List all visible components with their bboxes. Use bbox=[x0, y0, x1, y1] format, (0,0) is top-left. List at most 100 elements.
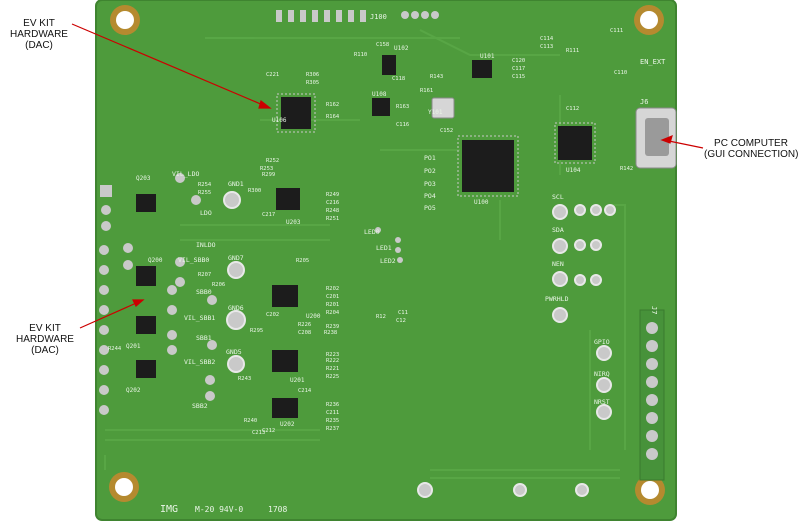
transistor-q200 bbox=[136, 266, 156, 286]
silk-datecode: 1708 bbox=[268, 505, 287, 514]
ic-u100 bbox=[457, 135, 519, 197]
silk-ref: C214 bbox=[298, 388, 312, 394]
silk-ref: R164 bbox=[326, 114, 340, 120]
silk-ref: R239 bbox=[326, 324, 339, 330]
mounting-holes bbox=[109, 5, 665, 505]
silk-tp-pwrhld: PWRHLD bbox=[545, 295, 569, 303]
silk-ref: R207 bbox=[198, 272, 211, 278]
silk-ref: C211 bbox=[326, 410, 339, 416]
silk-ref: R236 bbox=[326, 402, 339, 408]
callout-line: HARDWARE bbox=[10, 29, 68, 40]
silk-ref: R201 bbox=[326, 302, 339, 308]
ic-u200 bbox=[272, 285, 298, 307]
copper-traces bbox=[104, 29, 626, 479]
silk-q201: Q201 bbox=[126, 343, 141, 350]
silk-tp-nen: NEN bbox=[552, 260, 564, 268]
silk-ref: R251 bbox=[326, 216, 339, 222]
silk-ref: R162 bbox=[326, 102, 339, 108]
silk-j100: J100 bbox=[370, 13, 387, 21]
silk-led2: LED2 bbox=[380, 257, 396, 265]
silk-ref: R243 bbox=[238, 376, 251, 382]
silk-ref: R235 bbox=[326, 418, 339, 424]
silk-u102: U102 bbox=[394, 45, 409, 52]
silk-ref: R300 bbox=[248, 188, 261, 194]
silk-en-ext: EN_EXT bbox=[640, 58, 666, 66]
callout-line: EV KIT bbox=[23, 18, 55, 29]
led-pads bbox=[375, 227, 403, 263]
silk-u201: U201 bbox=[290, 377, 305, 384]
silk-y101: Y101 bbox=[428, 109, 443, 116]
silk-ref: C208 bbox=[298, 330, 311, 336]
ic-u201 bbox=[272, 350, 298, 372]
silk-ref: C152 bbox=[440, 128, 453, 134]
callout-right: PC COMPUTER (GUI CONNECTION) bbox=[704, 138, 798, 160]
silk-label-sbb1: SBB1 bbox=[196, 334, 212, 342]
ic-u203 bbox=[276, 188, 300, 210]
silk-ref: C113 bbox=[540, 44, 553, 50]
silk-q202: Q202 bbox=[126, 387, 141, 394]
silk-po1: PO1 bbox=[424, 154, 436, 162]
silk-label-gnd6: GND6 bbox=[228, 304, 244, 312]
silk-ref: R205 bbox=[296, 258, 309, 264]
test-points bbox=[223, 191, 616, 498]
silk-tp-gpio: GPIO bbox=[594, 338, 610, 346]
silk-ref: R143 bbox=[430, 74, 443, 80]
silk-ref: R206 bbox=[212, 282, 225, 288]
silk-j7: J7 bbox=[650, 306, 658, 314]
silk-tp-nrst: NRST bbox=[594, 398, 610, 406]
silk-led0: LED0 bbox=[364, 228, 380, 236]
silk-ref: R223 bbox=[326, 352, 339, 358]
silk-ref: C158 bbox=[376, 42, 389, 48]
silk-ref: C212 bbox=[262, 428, 275, 434]
crystal-y101 bbox=[431, 97, 455, 119]
silk-led1: LED1 bbox=[376, 244, 392, 252]
callout-line: (GUI CONNECTION) bbox=[704, 149, 799, 160]
transistor-q201 bbox=[136, 316, 156, 334]
silk-po4: PO4 bbox=[424, 192, 436, 200]
silk-ref: R142 bbox=[620, 166, 633, 172]
silk-ref: R299 bbox=[262, 172, 275, 178]
left-pads bbox=[99, 173, 217, 415]
silk-label-sbb0: SBB0 bbox=[196, 288, 212, 296]
silk-label-gnd1: GND1 bbox=[228, 180, 244, 188]
silk-ref: R163 bbox=[396, 104, 409, 110]
silk-ref: R111 bbox=[566, 48, 579, 54]
silk-ref: C11 bbox=[398, 310, 408, 316]
silk-label-ldo: LDO bbox=[200, 209, 212, 217]
silk-u200: U200 bbox=[306, 313, 321, 320]
silk-ref: R244 bbox=[108, 346, 122, 352]
silk-ref: R226 bbox=[298, 322, 311, 328]
silk-q200: Q200 bbox=[148, 257, 163, 264]
silk-label-vil_sbb0: VIL_SBB0 bbox=[178, 256, 209, 264]
ic-u101 bbox=[472, 60, 492, 78]
silk-ref: R255 bbox=[198, 190, 211, 196]
silk-u106: U106 bbox=[272, 117, 287, 124]
silk-ref: R161 bbox=[420, 88, 433, 94]
silk-u104: U104 bbox=[566, 167, 581, 174]
silk-ref: R252 bbox=[266, 158, 279, 164]
ic-u202 bbox=[272, 398, 298, 418]
silk-ref: C221 bbox=[266, 72, 279, 78]
silk-ref: R253 bbox=[260, 166, 273, 172]
board-substrate bbox=[95, 0, 677, 521]
silk-label-gnd7: GND7 bbox=[228, 254, 244, 262]
silk-ref: R225 bbox=[326, 374, 339, 380]
silk-label-sbb2: SBB2 bbox=[192, 402, 208, 410]
silk-ref: R254 bbox=[198, 182, 212, 188]
silk-ref: R222 bbox=[326, 358, 339, 364]
callout-line: PC COMPUTER bbox=[714, 138, 788, 149]
header-j100 bbox=[276, 10, 439, 22]
callout-line: HARDWARE bbox=[16, 334, 74, 345]
silk-label-vil_sbb1: VIL_SBB1 bbox=[184, 314, 215, 322]
silk-u101: U101 bbox=[480, 53, 495, 60]
silk-ref: R204 bbox=[326, 310, 340, 316]
silk-marking: M-20 94V-0 bbox=[195, 505, 243, 514]
silk-ref: C111 bbox=[610, 28, 623, 34]
silk-ref: R238 bbox=[324, 330, 337, 336]
silk-ref: R305 bbox=[306, 80, 319, 86]
silk-ref: C118 bbox=[392, 76, 405, 82]
silk-q203: Q203 bbox=[136, 175, 151, 182]
callout-mid-left: EV KIT HARDWARE (DAC) bbox=[12, 323, 78, 356]
